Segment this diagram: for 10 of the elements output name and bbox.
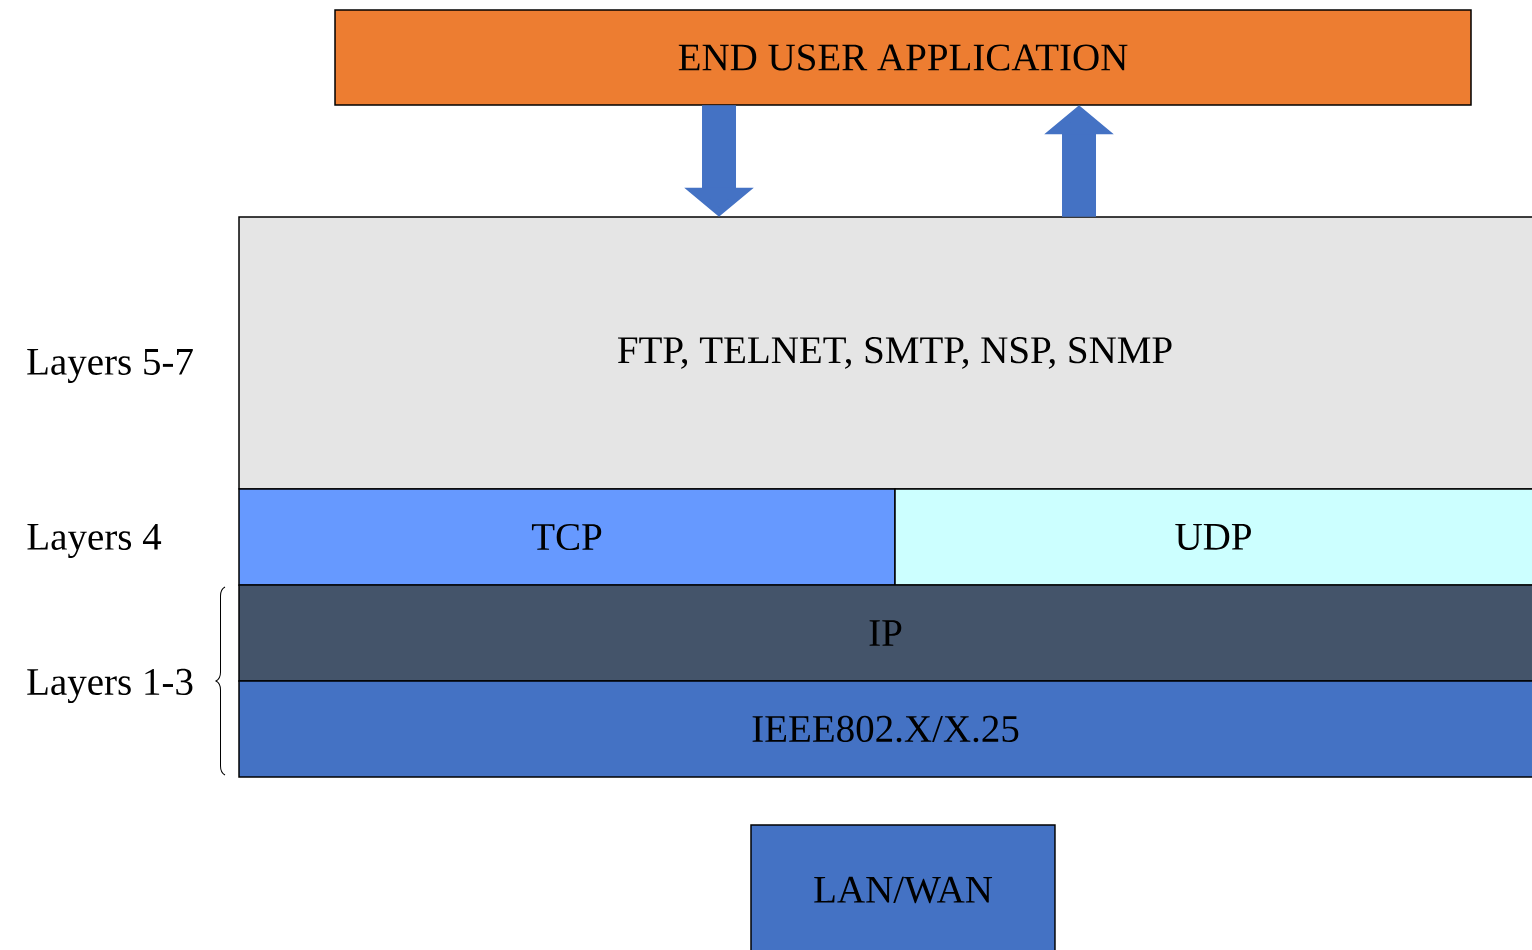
layer-label: Layers 1-3	[27, 668, 193, 704]
layer-label: Layers 5-7	[27, 349, 193, 383]
layer-box: LAN/WAN	[750, 824, 1056, 950]
layer-box: UDP	[894, 488, 1532, 586]
layer-box: FTP, TELNET, SMTP, NSP, SNMP	[238, 216, 1532, 490]
layer-label: Layers 4	[27, 523, 162, 559]
layer-box: IP	[238, 584, 1532, 682]
layer-box: IEEE802.X/X.25	[238, 680, 1532, 778]
layer-box: END USER APPLICATION	[334, 9, 1472, 106]
layer-box: TCP	[238, 488, 896, 586]
